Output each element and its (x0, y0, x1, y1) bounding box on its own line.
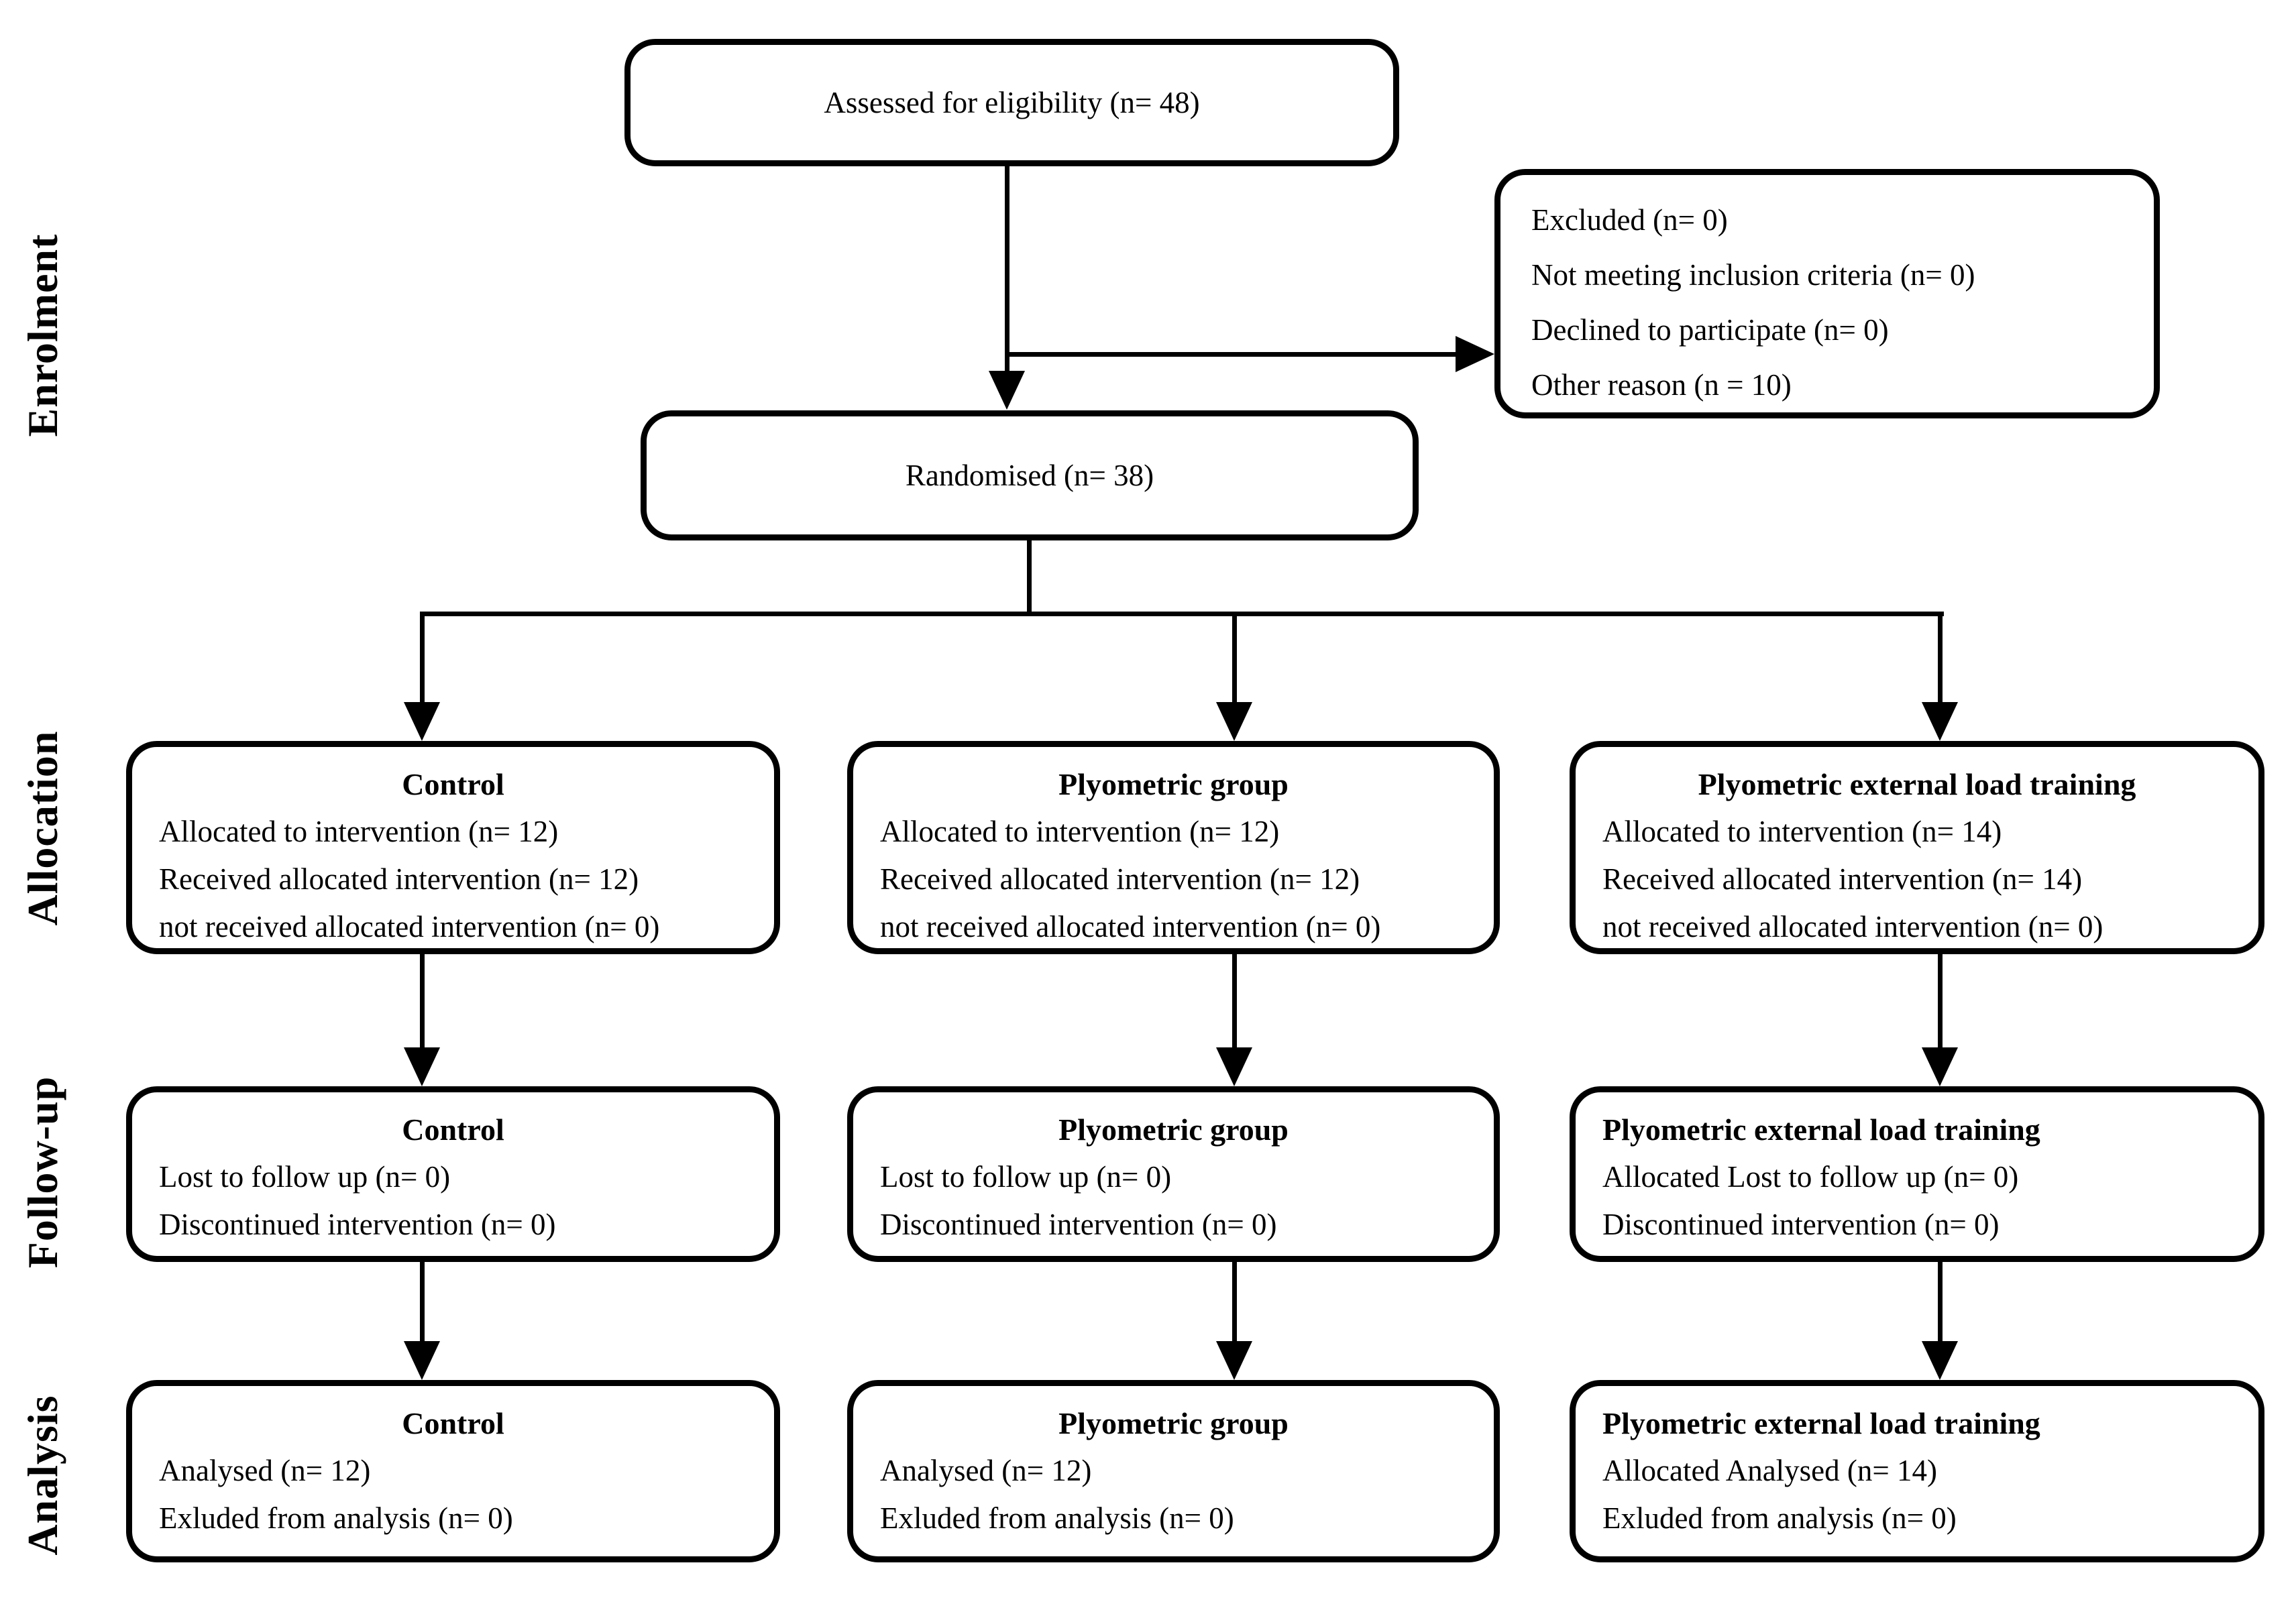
arrowhead-into-allocation-plyometric (1216, 702, 1252, 741)
followup-plyometric-line-2: Discontinued intervention (n= 0) (880, 1208, 1277, 1241)
assessed-for-eligibility-text: Assessed for eligibility (n= 48) (824, 85, 1200, 119)
arrowhead-into-randomised (989, 371, 1025, 410)
stage-label-enrolment: Enrolment (19, 233, 66, 437)
allocation-external-load-line-1: Allocated to intervention (n= 14) (1602, 815, 2002, 848)
analysis-plyometric-line-2: Exluded from analysis (n= 0) (880, 1501, 1234, 1535)
connector-external-load-followup-to-analysis (1938, 1262, 1943, 1345)
allocation-control-line-1: Allocated to intervention (n= 12) (159, 815, 559, 848)
followup-external-load-line-2: Discontinued intervention (n= 0) (1602, 1208, 2000, 1241)
analysis-external-load-line-1: Allocated Analysed (n= 14) (1602, 1454, 1937, 1487)
analysis-control-line-1: Analysed (n= 12) (159, 1454, 371, 1487)
branch-horizontal-line (420, 612, 1944, 616)
allocation-external-load-title: Plyometric external load training (1698, 767, 2136, 801)
arrowhead-into-excluded (1456, 336, 1494, 372)
excluded-line-2: Not meeting inclusion criteria (n= 0) (1531, 258, 1975, 292)
arrowhead-into-analysis-external-load (1922, 1341, 1958, 1380)
followup-external-load-line-1: Allocated Lost to follow up (n= 0) (1602, 1160, 2019, 1194)
allocation-plyometric-line-3: not received allocated intervention (n= … (880, 910, 1381, 943)
analysis-control-line-2: Exluded from analysis (n= 0) (159, 1501, 513, 1535)
randomised-box: Randomised (n= 38) (641, 410, 1419, 540)
connector-control-alloc-to-followup (420, 954, 425, 1051)
branch-drop-external-load-line (1938, 612, 1943, 703)
connector-control-followup-to-analysis (420, 1262, 425, 1345)
analysis-box-control: Control Analysed (n= 12) Exluded from an… (126, 1380, 780, 1562)
branch-drop-control-line (420, 612, 425, 703)
excluded-box: Excluded (n= 0) Not meeting inclusion cr… (1494, 169, 2160, 418)
connector-to-excluded-line (1005, 352, 1458, 357)
connector-randomised-stub (1027, 540, 1032, 616)
arrowhead-into-allocation-control (404, 702, 440, 741)
analysis-plyometric-line-1: Analysed (n= 12) (880, 1454, 1092, 1487)
arrowhead-into-followup-external-load (1922, 1047, 1958, 1086)
randomised-text: Randomised (n= 38) (905, 458, 1154, 492)
arrowhead-into-analysis-control (404, 1341, 440, 1380)
stage-label-analysis: Analysis (19, 1395, 66, 1556)
analysis-plyometric-title: Plyometric group (1058, 1406, 1289, 1440)
allocation-plyometric-title: Plyometric group (1058, 767, 1289, 801)
allocation-box-external-load: Plyometric external load training Alloca… (1570, 741, 2264, 954)
followup-box-plyometric: Plyometric group Lost to follow up (n= 0… (847, 1086, 1500, 1262)
analysis-box-external-load: Plyometric external load training Alloca… (1570, 1380, 2264, 1562)
allocation-control-title: Control (402, 767, 504, 801)
followup-external-load-title: Plyometric external load training (1602, 1112, 2040, 1147)
arrowhead-into-allocation-external-load (1922, 702, 1958, 741)
allocation-external-load-line-3: not received allocated intervention (n= … (1602, 910, 2103, 943)
arrowhead-into-followup-plyometric (1216, 1047, 1252, 1086)
allocation-plyometric-line-2: Received allocated intervention (n= 12) (880, 862, 1360, 896)
followup-box-external-load: Plyometric external load training Alloca… (1570, 1086, 2264, 1262)
allocation-box-plyometric: Plyometric group Allocated to interventi… (847, 741, 1500, 954)
followup-control-line-1: Lost to follow up (n= 0) (159, 1160, 451, 1194)
followup-plyometric-title: Plyometric group (1058, 1112, 1289, 1147)
allocation-external-load-line-2: Received allocated intervention (n= 14) (1602, 862, 2083, 896)
analysis-external-load-title: Plyometric external load training (1602, 1406, 2040, 1440)
excluded-line-1: Excluded (n= 0) (1531, 203, 1728, 237)
followup-plyometric-line-1: Lost to follow up (n= 0) (880, 1160, 1172, 1194)
analysis-control-title: Control (402, 1406, 504, 1440)
connector-plyometric-alloc-to-followup (1232, 954, 1237, 1051)
analysis-external-load-line-2: Exluded from analysis (n= 0) (1602, 1501, 1957, 1535)
connector-plyometric-followup-to-analysis (1232, 1262, 1237, 1345)
allocation-plyometric-line-1: Allocated to intervention (n= 12) (880, 815, 1280, 848)
allocation-box-control: Control Allocated to intervention (n= 12… (126, 741, 780, 954)
excluded-line-4: Other reason (n = 10) (1531, 368, 1792, 402)
followup-box-control: Control Lost to follow up (n= 0) Discont… (126, 1086, 780, 1262)
followup-control-line-2: Discontinued intervention (n= 0) (159, 1208, 556, 1241)
arrowhead-into-analysis-plyometric (1216, 1341, 1252, 1380)
connector-external-load-alloc-to-followup (1938, 954, 1943, 1051)
assessed-for-eligibility-box: Assessed for eligibility (n= 48) (624, 39, 1399, 166)
allocation-control-line-3: not received allocated intervention (n= … (159, 910, 660, 943)
analysis-box-plyometric: Plyometric group Analysed (n= 12) Exlude… (847, 1380, 1500, 1562)
followup-control-title: Control (402, 1112, 504, 1147)
allocation-control-line-2: Received allocated intervention (n= 12) (159, 862, 639, 896)
branch-drop-plyometric-line (1232, 612, 1237, 703)
connector-assessed-to-randomised-line (1005, 166, 1009, 374)
stage-label-allocation: Allocation (19, 730, 66, 926)
arrowhead-into-followup-control (404, 1047, 440, 1086)
excluded-line-3: Declined to participate (n= 0) (1531, 313, 1889, 347)
